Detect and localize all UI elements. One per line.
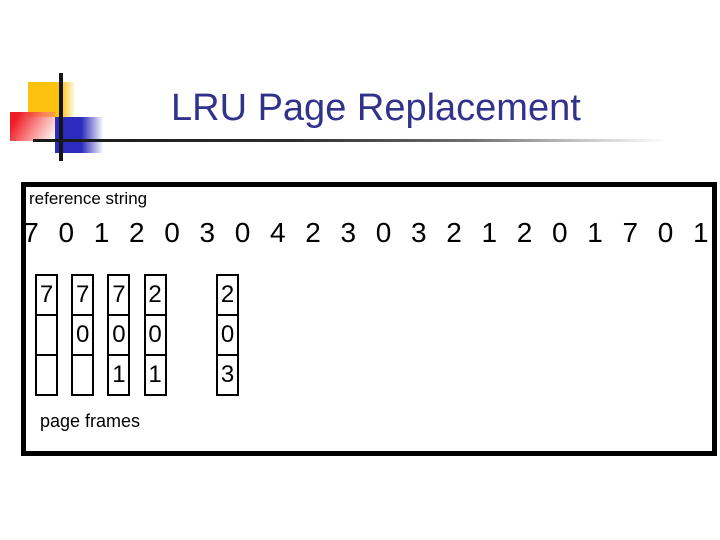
frame-cell: 0 — [107, 314, 131, 356]
frame-cell: 7 — [71, 274, 95, 316]
reference-number: 3 — [199, 217, 216, 248]
reference-number: 3 — [340, 217, 357, 248]
reference-number: 0 — [551, 217, 568, 248]
reference-number: 0 — [375, 217, 392, 248]
frame-cell: 7 — [35, 274, 58, 316]
title-underline-rule — [33, 139, 675, 142]
reference-number: 0 — [657, 217, 674, 248]
reference-number: 0 — [164, 217, 180, 248]
frame-cell: 2 — [143, 274, 167, 316]
reference-number: 3 — [410, 217, 427, 248]
accent-red-square — [10, 112, 55, 141]
reference-number: 7 — [23, 217, 39, 248]
frame-column: 7 — [35, 274, 58, 396]
frame-cell — [71, 354, 95, 396]
accent-yellow-square — [28, 82, 75, 117]
frame-cell: 2 — [216, 274, 239, 316]
frame-cell: 0 — [216, 314, 239, 356]
frame-cell: 0 — [71, 314, 95, 356]
reference-string-label: reference string — [29, 189, 148, 208]
reference-number: 4 — [269, 217, 286, 248]
accent-vertical-line — [59, 73, 63, 161]
reference-number: 1 — [692, 217, 709, 248]
frame-cell: 0 — [143, 314, 167, 356]
frame-cell — [35, 354, 58, 396]
reference-number: 2 — [128, 217, 145, 248]
page-frames-label: page frames — [40, 411, 141, 431]
reference-number: 0 — [58, 217, 75, 248]
reference-number: 2 — [446, 217, 462, 248]
frame-cell — [35, 314, 58, 356]
frame-cell: 1 — [107, 354, 131, 396]
reference-number: 1 — [481, 217, 498, 248]
frame-cell: 7 — [107, 274, 131, 316]
reference-number: 0 — [234, 217, 251, 248]
slide-title: LRU Page Replacement — [171, 87, 581, 129]
accent-blue-square — [55, 117, 103, 153]
frame-cell: 1 — [143, 354, 167, 396]
reference-number: 1 — [93, 217, 110, 248]
reference-number: 2 — [516, 217, 533, 248]
reference-number: 1 — [587, 217, 603, 248]
reference-number: 2 — [305, 217, 321, 248]
frame-cell: 3 — [216, 354, 239, 396]
reference-number: 7 — [622, 217, 639, 248]
